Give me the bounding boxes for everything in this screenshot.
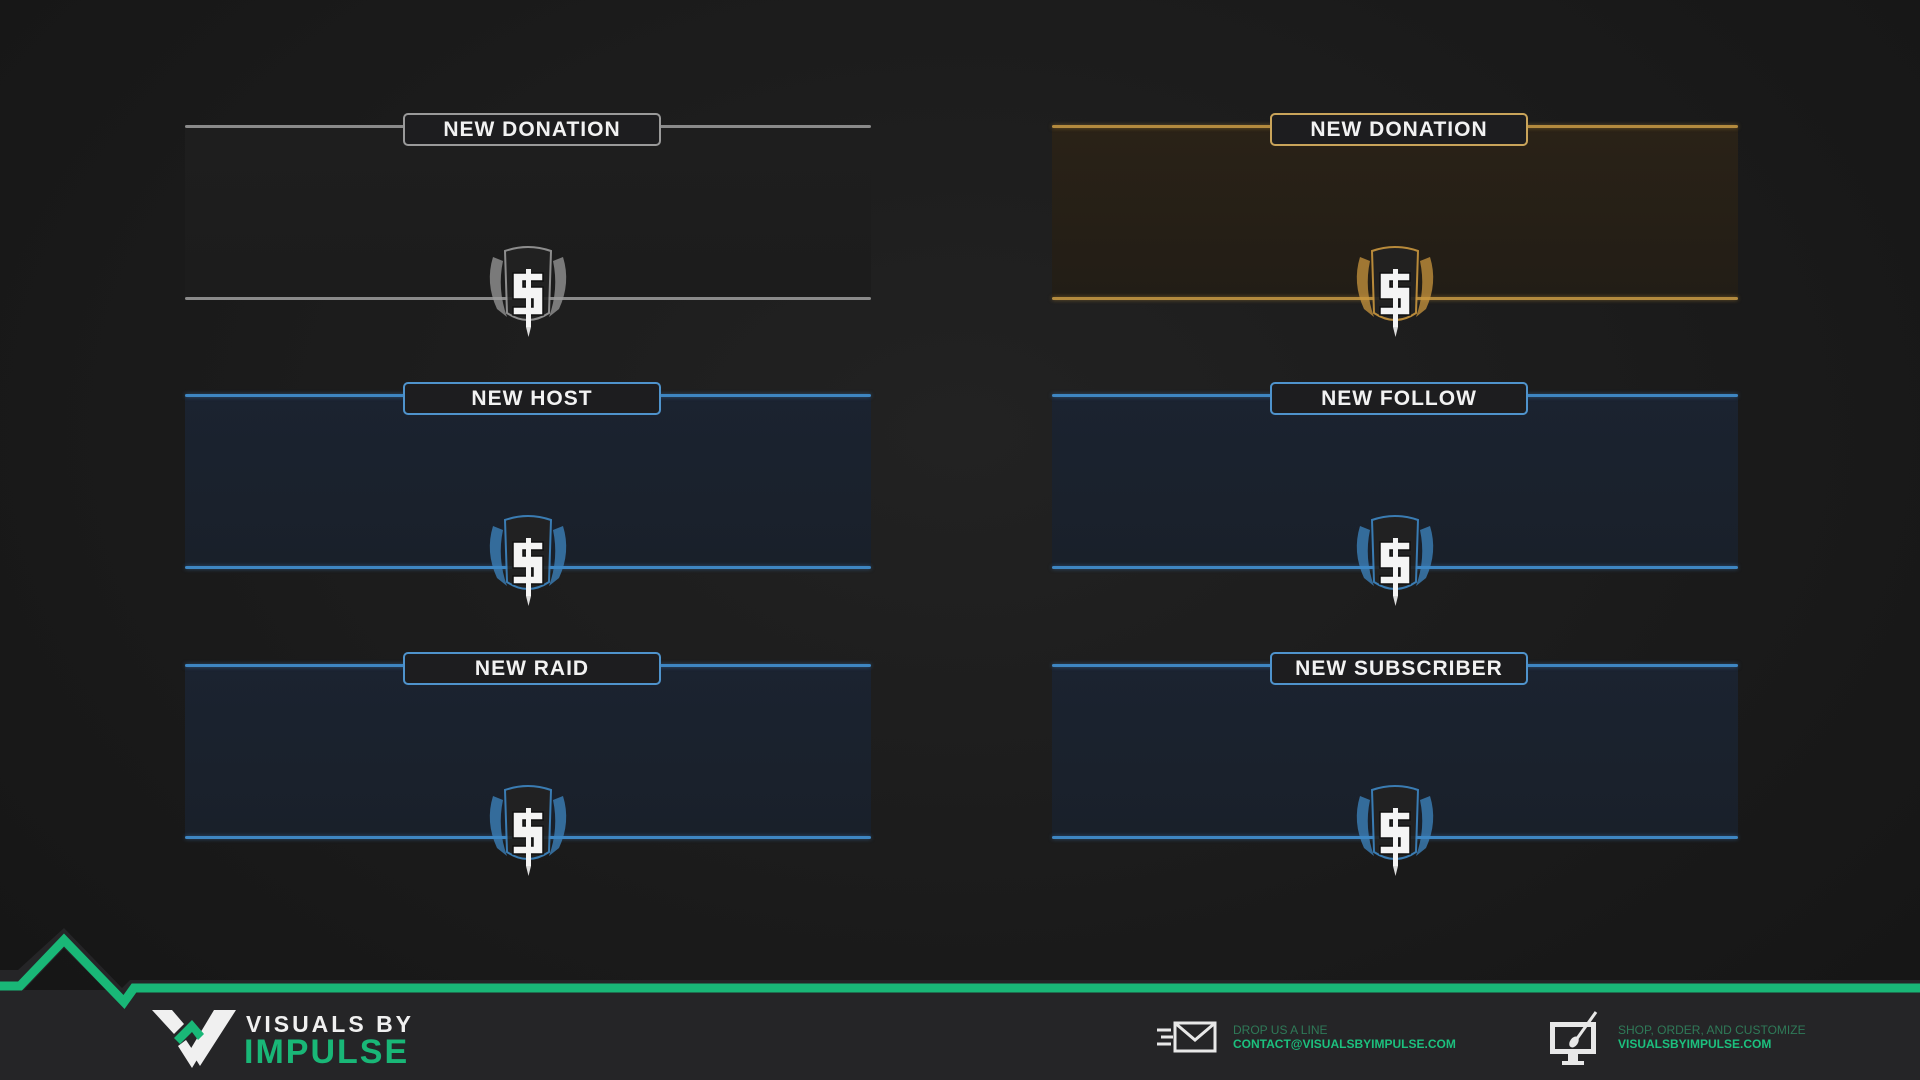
emblem-icon (1350, 512, 1440, 608)
shop-block: SHOP, ORDER, AND CUSTOMIZE VISUALSBYIMPU… (1618, 1023, 1806, 1051)
alert-panel-donation-gold: NEW DONATION (1052, 113, 1738, 300)
emblem-icon (1350, 782, 1440, 878)
alert-label: NEW HOST (403, 382, 661, 415)
alert-label: NEW DONATION (1270, 113, 1528, 146)
alert-panel-follow: NEW FOLLOW (1052, 382, 1738, 569)
footer-bar (0, 990, 1920, 1080)
emblem-icon (483, 512, 573, 608)
alert-panel-subscriber: NEW SUBSCRIBER (1052, 652, 1738, 839)
alert-panel-raid: NEW RAID (185, 652, 871, 839)
contact-block: DROP US A LINE CONTACT@VISUALSBYIMPULSE.… (1233, 1023, 1456, 1051)
green-accent-line (0, 928, 1920, 1010)
emblem-icon (1350, 243, 1440, 339)
visuals-by-impulse-logo (152, 1010, 236, 1068)
brand-line2: IMPULSE (244, 1033, 410, 1071)
alert-label: NEW DONATION (403, 113, 661, 146)
alert-panel-host: NEW HOST (185, 382, 871, 569)
alert-label: NEW RAID (403, 652, 661, 685)
contact-email-link[interactable]: CONTACT@VISUALSBYIMPULSE.COM (1233, 1037, 1456, 1051)
emblem-icon (483, 243, 573, 339)
alert-panel-donation-gray: NEW DONATION (185, 113, 871, 300)
contact-caption: DROP US A LINE (1233, 1023, 1328, 1037)
shop-caption: SHOP, ORDER, AND CUSTOMIZE (1618, 1023, 1806, 1037)
emblem-icon (483, 782, 573, 878)
monitor-brush-icon (1550, 1011, 1598, 1065)
envelope-icon (1157, 1021, 1217, 1053)
brand-line1: VISUALS BY (246, 1011, 415, 1037)
shop-url-link[interactable]: VISUALSBYIMPULSE.COM (1618, 1037, 1772, 1051)
alert-label: NEW SUBSCRIBER (1270, 652, 1528, 685)
alert-label: NEW FOLLOW (1270, 382, 1528, 415)
